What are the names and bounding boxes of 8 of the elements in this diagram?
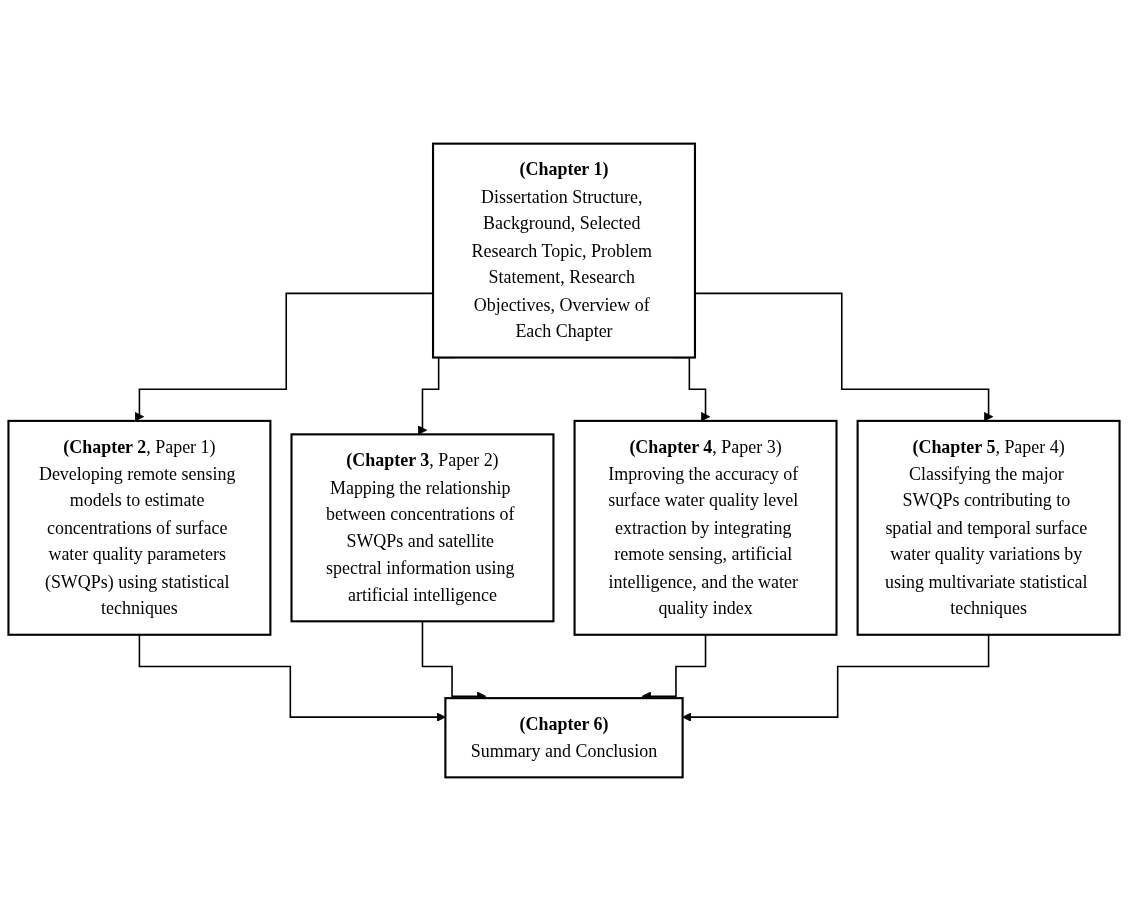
node-box: (Chapter 6) Summary and Conclusion	[444, 697, 684, 779]
node-box: (Chapter 5, Paper 4) Classifying the major SWQPs contributing to spatial and temporal surface water quality variations by using multivariate statistical techniques	[856, 419, 1121, 636]
arrow	[138, 634, 446, 722]
arrow	[682, 634, 990, 722]
node-box: (Chapter 4, Paper 3) Improving the accuracy of surface water quality level extraction by integrating remote sensing, artificial intelligence, and the water quality index	[573, 419, 838, 636]
node-box: (Chapter 2, Paper 1) Developing remote sensing models to estimate concentrations of surface water quality parameters (SWQPs) using statistical techniques	[7, 419, 272, 636]
node-box: (Chapter 1) Dissertation Structure, Background, Selected Research Topic, Problem Statement, Research Objectives, Overview of Each Chapter	[431, 142, 697, 359]
node-box: (Chapter 3, Paper 2) Mapping the relationship between concentrations of SWQPs and satellite spectral information using artificial intelligence	[290, 433, 555, 623]
